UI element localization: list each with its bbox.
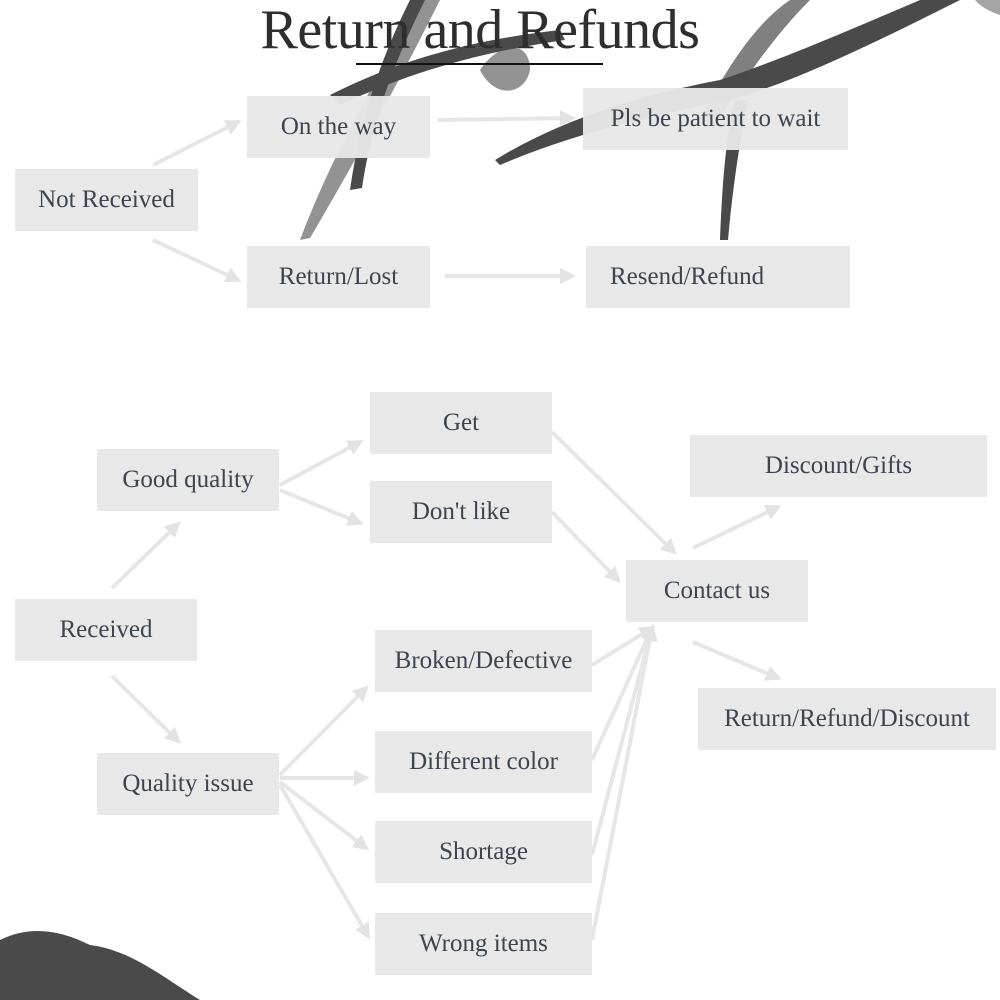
title-underline [356,63,603,65]
node-broken-defective: Broken/Defective [375,630,592,692]
node-dont-like: Don't like [370,481,552,543]
arrow [279,440,364,487]
node-wrong-items: Wrong items [375,913,592,975]
node-contact-us: Contact us [626,560,808,622]
node-return-lost: Return/Lost [247,246,430,308]
node-return-refund-discount: Return/Refund/Discount [698,688,996,750]
arrow [692,640,782,681]
arrow [278,783,371,940]
arrow [152,120,242,167]
node-resend-refund: Resend/Refund [586,246,850,308]
arrow [590,624,657,856]
arrow [278,780,370,851]
arrow [152,238,242,283]
arrow [110,521,181,590]
arrow [278,685,369,777]
node-get: Get [370,392,552,454]
arrow [550,510,621,583]
node-on-the-way: On the way [247,96,430,158]
arrow [110,674,181,744]
node-discount-gifts: Discount/Gifts [690,435,987,497]
node-not-received: Not Received [15,169,198,231]
arrow [692,505,782,550]
arrow [550,430,677,555]
arrow [437,110,576,127]
page-title: Return and Refunds [260,0,700,61]
node-good-quality: Good quality [97,449,279,511]
node-different-color: Different color [375,731,592,793]
node-shortage: Shortage [375,821,592,883]
node-quality-issue: Quality issue [97,753,279,815]
arrow [590,624,655,761]
arrow [590,624,658,941]
node-be-patient: Pls be patient to wait [583,88,848,150]
node-received: Received [15,599,197,661]
arrow [279,488,364,526]
